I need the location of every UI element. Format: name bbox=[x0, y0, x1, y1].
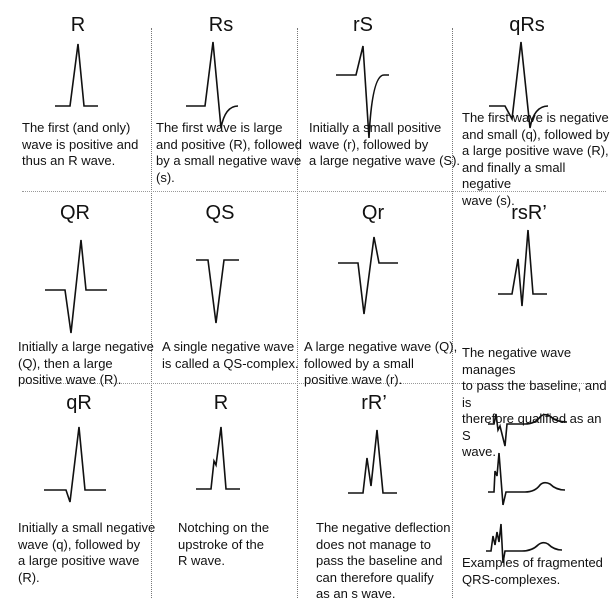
cell-description: The negative deflection does not manage … bbox=[316, 520, 451, 598]
cell-description: A single negative wave is called a QS-co… bbox=[162, 339, 299, 371]
waveform-QR bbox=[45, 239, 107, 334]
cell-title: R bbox=[70, 14, 86, 36]
cell-description: Initially a small negative wave (q), fol… bbox=[18, 520, 156, 585]
cell-title: qR bbox=[66, 392, 92, 414]
waveform-rS bbox=[336, 45, 389, 139]
cell-title: rsR’ bbox=[511, 202, 547, 224]
waveform-qRs bbox=[489, 41, 549, 129]
cell-title: QS bbox=[205, 202, 235, 224]
cell-title: Qr bbox=[361, 202, 385, 224]
cell-description: The first (and only) wave is positive an… bbox=[22, 120, 139, 168]
waveform-QS bbox=[196, 259, 239, 324]
waveform-notched-R bbox=[196, 426, 240, 490]
cell-description: Examples of fragmented QRS-complexes. bbox=[462, 555, 603, 587]
cell-title: rS bbox=[353, 14, 373, 36]
waveform-fragmented-3 bbox=[486, 523, 563, 564]
cell-title: Rs bbox=[208, 14, 234, 36]
waveform-fragmented-2 bbox=[488, 452, 566, 506]
column-divider bbox=[297, 28, 298, 598]
waveform-rR-prime bbox=[348, 429, 397, 494]
waveform-R bbox=[55, 43, 98, 107]
waveform-fragmented-1 bbox=[488, 413, 568, 447]
cell-description: The first wave is negative and small (q)… bbox=[462, 110, 610, 208]
cell-title: rR’ bbox=[361, 392, 387, 414]
cell-description: Initially a large negative (Q), then a l… bbox=[18, 339, 154, 387]
cell-description: Notching on the upstroke of the R wave. bbox=[178, 520, 270, 568]
cell-title: qRs bbox=[509, 14, 545, 36]
column-divider bbox=[452, 28, 453, 598]
waveform-Qr bbox=[338, 236, 398, 315]
waveform-qR bbox=[44, 426, 106, 503]
column-divider bbox=[151, 28, 152, 598]
waveform-rsR-prime bbox=[498, 229, 547, 307]
cell-description: The negative wave manages to pass the ba… bbox=[462, 345, 607, 459]
cell-description: A large negative wave (Q), followed by a… bbox=[304, 339, 458, 387]
cell-description: Initially a small positive wave (r), fol… bbox=[309, 120, 461, 168]
cell-title: QR bbox=[60, 202, 90, 224]
row-divider bbox=[22, 191, 606, 192]
cell-title: R bbox=[213, 392, 229, 414]
waveform-Rs bbox=[186, 41, 239, 129]
row-divider bbox=[22, 383, 606, 384]
